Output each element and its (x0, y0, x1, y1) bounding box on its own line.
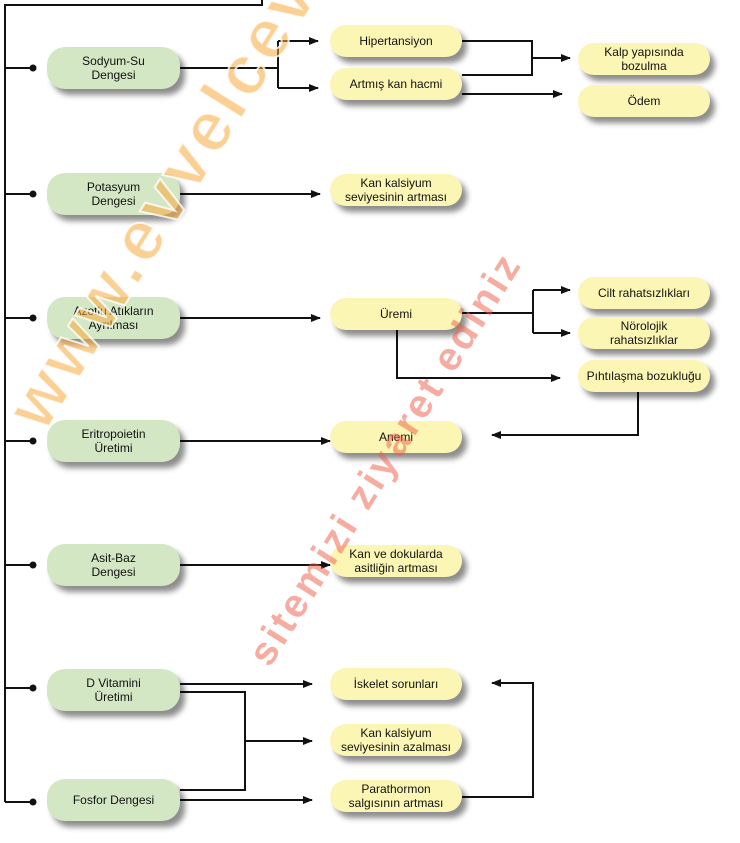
node-fosfor: Fosfor Dengesi (47, 779, 180, 821)
node-norolojik: Nörolojik rahatsızlıklar (578, 317, 710, 349)
node-label: İskelet sorunları (353, 677, 439, 691)
node-eritropoietin: Eritropoietin Üretimi (47, 420, 180, 462)
node-label: Parathormon salgısının artması (348, 782, 444, 810)
node-label: Üremi (380, 307, 412, 321)
node-label: Kan ve dokularda asitliğin artması (349, 547, 443, 575)
node-label: Fosfor Dengesi (72, 793, 155, 807)
node-hipertansiyon: Hipertansiyon (330, 25, 462, 57)
node-asitlik-artmasi: Kan ve dokularda asitliğin artması (330, 545, 462, 577)
node-potasyum: Potasyum Dengesi (47, 173, 180, 215)
main-trunk-line (4, 0, 263, 802)
node-parathormon: Parathormon salgısının artması (330, 780, 462, 812)
node-label: Kan kalsiyum seviyesinin azalması (340, 726, 452, 754)
node-kalp-yapisi: Kalp yapısında bozulma (578, 43, 710, 75)
node-label: Cilt rahatsızlıkları (597, 286, 691, 300)
node-label: Ödem (627, 94, 661, 108)
node-label: Kan kalsiyum seviyesinin artması (344, 176, 448, 204)
node-label: Potasyum Dengesi (86, 180, 141, 208)
node-cilt: Cilt rahatsızlıkları (578, 277, 710, 309)
node-label: Sodyum-Su Dengesi (82, 54, 145, 82)
node-label: Artmış kan hacmi (349, 77, 443, 91)
node-label: Kalp yapısında bozulma (604, 45, 684, 73)
node-d-vitamini: D Vitamini Üretimi (47, 669, 180, 711)
node-kan-kalsiyum-azalmasi: Kan kalsiyum seviyesinin azalması (330, 724, 462, 756)
node-label: Nörolojik rahatsızlıklar (609, 319, 679, 347)
node-kan-kalsiyum-artmasi: Kan kalsiyum seviyesinin artması (330, 174, 462, 206)
node-azotlu-atiklar: Azotlu Atıkların Ayrılması (47, 297, 180, 339)
node-uremi: Üremi (330, 298, 462, 330)
node-artmis-kan-hacmi: Artmış kan hacmi (330, 68, 462, 100)
node-sodyum-su: Sodyum-Su Dengesi (47, 47, 180, 89)
node-label: Azotlu Atıkların Ayrılması (73, 304, 154, 332)
node-label: D Vitamini Üretimi (86, 676, 141, 704)
branch-lines (5, 67, 33, 803)
junction-dots (29, 64, 37, 806)
node-label: Hipertansiyon (359, 34, 433, 48)
node-label: Eritropoietin Üretimi (81, 427, 146, 455)
sodyum-split (180, 41, 279, 88)
node-iskelet-sorunlari: İskelet sorunları (330, 668, 462, 700)
node-anemi: Anemi (330, 421, 462, 453)
node-odem: Ödem (578, 85, 710, 117)
node-label: Anemi (378, 430, 413, 444)
node-pihtilasma: Pıhtılaşma bozukluğu (578, 360, 710, 392)
node-asit-baz: Asit-Baz Dengesi (47, 544, 180, 586)
node-label: Asit-Baz Dengesi (91, 551, 136, 579)
node-label: Pıhtılaşma bozukluğu (586, 369, 702, 383)
